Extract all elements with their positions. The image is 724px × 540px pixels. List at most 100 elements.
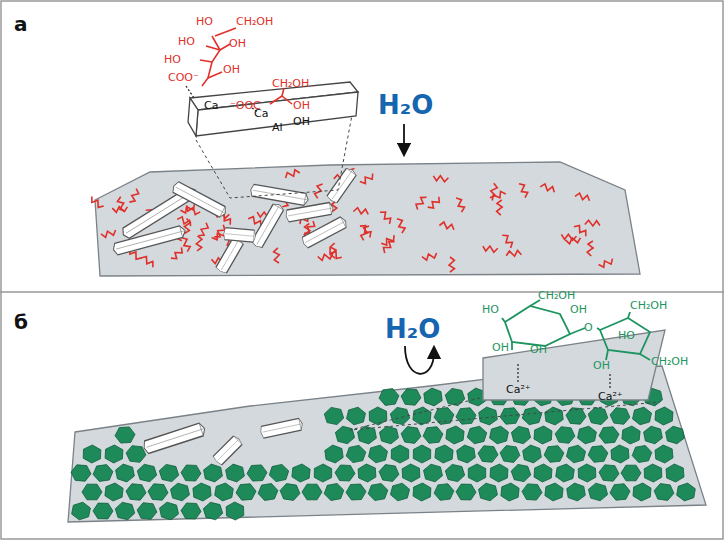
sucrose-hexagon <box>677 483 696 501</box>
sucrose-hexagon <box>610 484 630 500</box>
polymer-squiggle <box>129 189 138 203</box>
polymer-squiggle <box>585 220 600 226</box>
sucrose-hexagon <box>611 445 629 463</box>
polymer-squiggle <box>456 198 464 212</box>
polymer-squiggle <box>171 247 182 258</box>
polymer-squiggle <box>422 253 437 260</box>
sucrose-hexagon <box>171 483 190 501</box>
sucrose-hexagon <box>203 502 222 519</box>
sucrose-hexagon <box>335 465 355 481</box>
sucrose-hexagon <box>390 483 409 501</box>
sucrose-hexagon <box>511 464 531 481</box>
polymer-squiggle <box>196 236 202 251</box>
sucrose-hexagon <box>468 464 485 482</box>
sucrose-hexagon <box>424 388 442 406</box>
chem-label: б <box>14 312 28 332</box>
sucrose-hexagon <box>544 446 564 463</box>
sucrose-hexagon <box>292 464 310 482</box>
sucrose-hexagon <box>490 426 509 444</box>
chem-label: OH <box>492 342 509 353</box>
sucrose-hexagon <box>479 483 498 501</box>
polymer-squiggle <box>433 176 448 182</box>
sucrose-hexagon <box>599 427 619 443</box>
sucrose-hexagon <box>578 464 596 482</box>
sucrose-hexagon <box>137 464 156 481</box>
polymer-squiggle <box>92 197 104 208</box>
polymer-squiggle <box>360 174 373 184</box>
chem-label: O <box>584 322 593 333</box>
sucrose-hexagon <box>226 464 245 482</box>
sucrose-hexagon <box>369 445 388 463</box>
polymer-squiggle <box>330 243 336 258</box>
chem-label: H₂O <box>378 92 433 118</box>
chem-label: CH₂OH <box>272 78 309 89</box>
polymer-squiggle <box>361 226 369 240</box>
chem-label: HO <box>178 36 195 47</box>
polymer-squiggle <box>449 257 455 272</box>
sucrose-hexagon <box>566 445 585 463</box>
sucrose-hexagon <box>380 426 399 444</box>
sucrose-hexagon <box>424 464 443 482</box>
sucrose-hexagon <box>622 426 640 444</box>
sucrose-hexagon <box>566 408 586 424</box>
sucrose-hexagon <box>115 502 134 519</box>
sucrose-hexagon <box>578 426 597 444</box>
sucrose-hexagon <box>324 484 344 501</box>
sucrose-hexagon <box>402 464 420 482</box>
sucrose-hexagon <box>446 426 464 444</box>
sucrose-hexagon <box>204 464 223 482</box>
chem-label: OH <box>570 304 587 315</box>
sucrose-hexagon <box>632 446 652 463</box>
chem-label: HO <box>482 304 499 315</box>
sucrose-hexagon <box>413 483 431 501</box>
sucrose-hexagon <box>181 465 201 481</box>
sucrose-hexagon <box>478 446 498 462</box>
sucrose-hexagon <box>644 426 663 444</box>
sucrose-hexagon <box>236 484 256 500</box>
sucrose-hexagon <box>105 483 123 501</box>
sucrose-hexagon <box>666 426 685 444</box>
polymer-squiggle <box>483 246 498 252</box>
sucrose-hexagon <box>555 427 575 444</box>
sucrose-hexagon <box>654 484 674 501</box>
polymer-squiggle <box>574 225 586 236</box>
chem-label: CH₂OH <box>651 356 688 367</box>
polymer-squiggle <box>502 235 512 248</box>
polymer-squiggle <box>397 219 405 233</box>
sucrose-hexagon <box>401 427 421 444</box>
sucrose-hexagon <box>423 427 443 444</box>
sucrose-hexagon <box>358 464 376 482</box>
polymer-squiggle <box>439 222 454 230</box>
sucrose-hexagon <box>258 484 278 501</box>
sucrose-hexagon <box>269 464 288 481</box>
sucrose-hexagon <box>621 465 641 481</box>
sucrose-hexagon <box>511 426 530 443</box>
polymer-squiggle <box>248 217 261 227</box>
polymer-squiggle <box>101 230 116 237</box>
polymer-squiggle <box>286 170 300 178</box>
polymer-squiggle <box>384 241 395 253</box>
sucrose-hexagon <box>534 426 552 444</box>
sucrose-hexagon <box>655 445 673 463</box>
polymer-squiggle <box>380 212 391 224</box>
polymer-squiggle <box>506 251 521 257</box>
sucrose-hexagon <box>500 446 520 463</box>
chem-label: Ca <box>254 108 268 119</box>
polymer-squiggle <box>565 238 580 244</box>
sucrose-hexagon <box>346 484 366 500</box>
sucrose-hexagon <box>545 407 563 425</box>
chem-label: CH₂OH <box>236 16 273 27</box>
polymer-squiggle <box>212 230 225 239</box>
chem-label: COO⁻ <box>168 72 199 83</box>
sucrose-hexagon <box>126 446 146 463</box>
sucrose-hexagon <box>599 465 619 481</box>
sucrose-hexagon <box>93 503 113 519</box>
sucrose-hexagon <box>160 502 179 520</box>
sucrose-hexagon <box>335 426 354 443</box>
sucrose-hexagon <box>280 484 300 501</box>
sucrose-hexagon <box>523 445 542 463</box>
sucrose-hexagon <box>501 483 519 501</box>
polymer-squiggle <box>540 184 554 192</box>
sucrose-hexagon <box>445 388 465 405</box>
